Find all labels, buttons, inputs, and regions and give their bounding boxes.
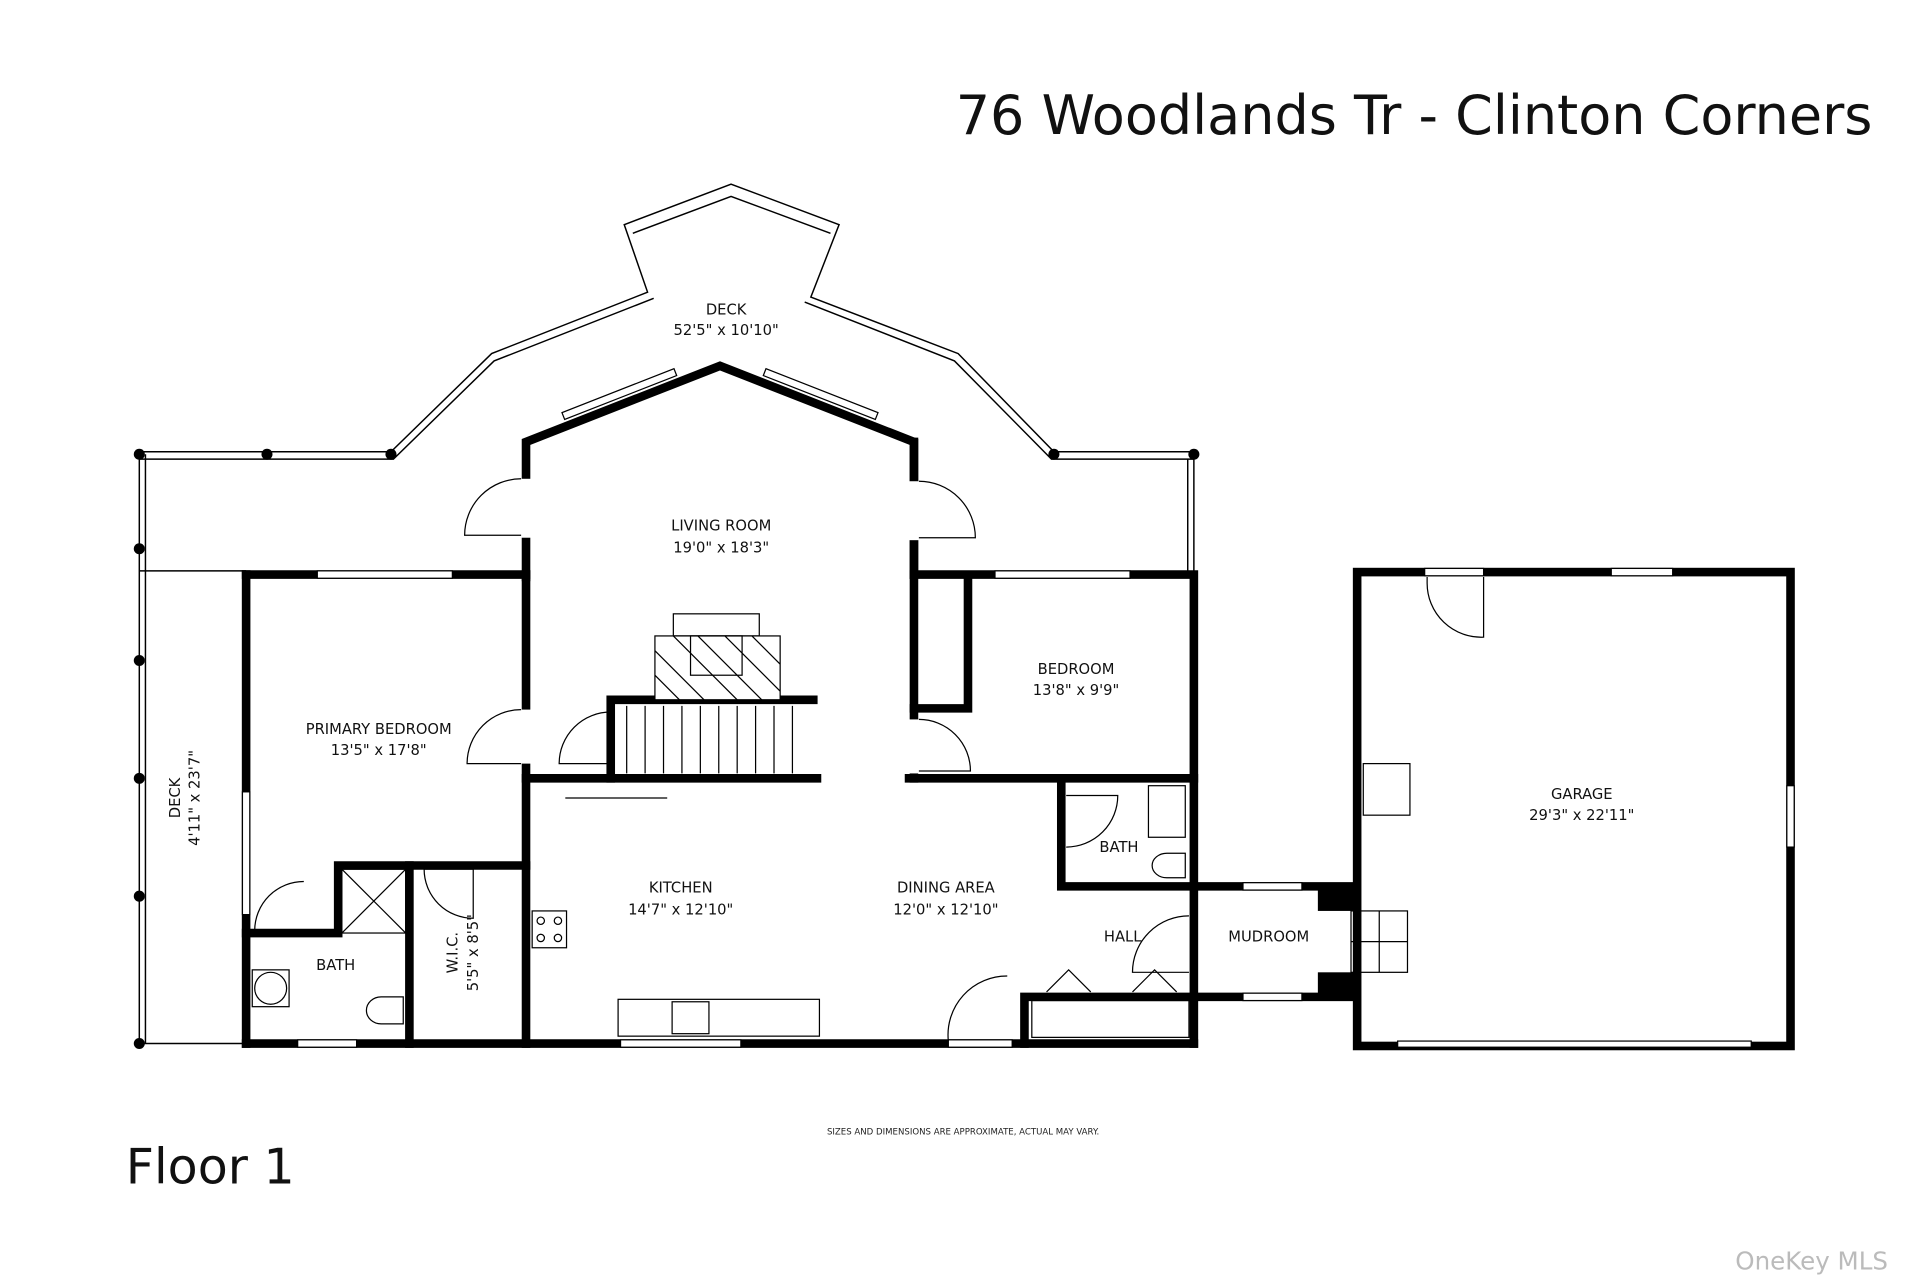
floor-label: Floor 1	[126, 1137, 295, 1195]
deck-side-size: 4'11" x 23'7"	[186, 750, 203, 846]
garage-size: 29'3" x 22'11"	[1529, 807, 1634, 824]
wic-size: 5'5" x 8'5"	[465, 914, 482, 991]
wic-name: W.I.C.	[444, 932, 461, 974]
page-title: 76 Woodlands Tr - Clinton Corners	[956, 84, 1873, 147]
watermark: OneKey MLS	[1735, 1246, 1888, 1275]
dining-area-name: DINING AREA	[897, 880, 995, 897]
kitchen-name: KITCHEN	[649, 880, 713, 897]
mudroom-name: MUDROOM	[1228, 929, 1309, 946]
garage-name: GARAGE	[1551, 786, 1613, 803]
disclaimer: SIZES AND DIMENSIONS ARE APPROXIMATE, AC…	[827, 1127, 1099, 1137]
deck-side-name: DECK	[167, 777, 184, 818]
living-room-size: 19'0" x 18'3"	[673, 539, 769, 556]
windows	[241, 367, 1795, 1048]
fixtures	[251, 613, 1409, 1038]
deck-top-name: DECK	[706, 301, 747, 318]
bedroom-size: 13'8" x 9'9"	[1033, 682, 1120, 699]
kitchen-size: 14'7" x 12'10"	[628, 902, 733, 919]
living-room-name: LIVING ROOM	[671, 517, 771, 534]
deck-top-size: 52'5" x 10'10"	[673, 322, 778, 339]
dining-area-size: 12'0" x 12'10"	[893, 902, 998, 919]
hall-name: HALL	[1104, 929, 1142, 946]
bath-left-name: BATH	[316, 957, 355, 974]
primary-bedroom-size: 13'5" x 17'8"	[331, 742, 427, 759]
deck-outline	[133, 183, 1200, 1050]
bedroom-name: BEDROOM	[1038, 661, 1115, 678]
doors	[254, 478, 1485, 1042]
room-labels: DECK 52'5" x 10'10" LIVING ROOM 19'0" x …	[167, 301, 1635, 991]
primary-bedroom-name: PRIMARY BEDROOM	[306, 721, 452, 738]
bath-right-name: BATH	[1099, 839, 1138, 856]
